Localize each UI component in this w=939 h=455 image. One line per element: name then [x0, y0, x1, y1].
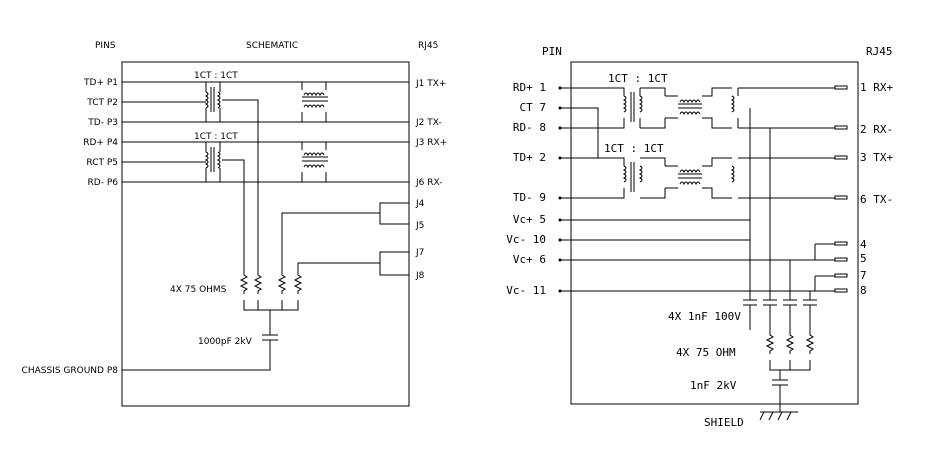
left-jack-label: J8 — [415, 271, 425, 281]
left-pin-label: CHASSIS GROUND P8 — [22, 366, 119, 376]
left-ratio-top: 1CT : 1CT — [194, 71, 238, 81]
right-caps-label: 4X 1nF 100V — [668, 310, 741, 323]
right-pin-label: TD+ 2 — [513, 151, 546, 164]
right-ratio-bottom: 1CT : 1CT — [604, 142, 664, 155]
left-schematic-border — [121, 61, 410, 407]
left-jack-label: J4 — [415, 199, 425, 209]
right-jack-label: 4 — [860, 238, 867, 251]
left-pin-label: RD+ P4 — [83, 138, 118, 148]
left-wiring — [122, 81, 409, 371]
right-resistors-label: 4X 75 OHM — [676, 346, 736, 359]
right-schematic-border — [570, 61, 859, 405]
right-pin-label: TD- 9 — [513, 191, 546, 204]
right-ratio-top: 1CT : 1CT — [608, 72, 668, 85]
left-resistors-label: 4X 75 OHMS — [170, 285, 227, 295]
right-pin-label: RD+ 1 — [513, 81, 546, 94]
right-pin-label: Vc- 10 — [506, 233, 546, 246]
left-jack-label: J5 — [415, 221, 424, 231]
left-header-rj45: RJ45 — [418, 41, 438, 51]
right-jack-label: 5 — [860, 252, 867, 265]
left-pin-label: RD- P6 — [88, 178, 119, 188]
left-jack-label: J6 RX- — [415, 178, 442, 188]
right-header-pin: PIN — [542, 45, 562, 58]
right-pin-label: Vc- 11 — [506, 284, 546, 297]
right-jack-label: 7 — [860, 269, 867, 282]
left-cap-label: 1000pF 2kV — [198, 337, 253, 347]
right-jack-label: 1 RX+ — [860, 81, 893, 94]
left-pin-label: TD+ P1 — [83, 78, 118, 88]
right-wiring — [558, 85, 848, 421]
right-pin-label: RD- 8 — [513, 121, 546, 134]
right-schematic: PIN RJ45 RD+ 1 CT 7 RD- 8 TD+ 2 TD- 9 Vc… — [506, 45, 893, 429]
left-jack-label: J1 TX+ — [415, 79, 446, 89]
left-schematic: PINS SCHEMATIC RJ45 TD+ P1 TCT P2 TD- P3… — [22, 41, 447, 407]
left-ratio-bottom: 1CT : 1CT — [194, 132, 238, 142]
right-jack-label: 6 TX- — [860, 193, 893, 206]
left-jack-label: J7 — [415, 248, 424, 258]
right-jack-label: 8 — [860, 284, 867, 297]
left-header-pins: PINS — [95, 41, 116, 51]
left-jack-label: J3 RX+ — [415, 138, 447, 148]
right-header-rj45: RJ45 — [866, 45, 893, 58]
right-cap-label: 1nF 2kV — [690, 379, 737, 392]
left-pin-label: TD- P3 — [87, 118, 118, 128]
right-jack-label: 3 TX+ — [860, 151, 893, 164]
right-pin-label: CT 7 — [520, 101, 547, 114]
left-header-schematic: SCHEMATIC — [246, 41, 298, 51]
right-shield-label: SHIELD — [704, 416, 744, 429]
right-pin-label: Vc+ 6 — [513, 253, 546, 266]
left-pin-label: RCT P5 — [86, 158, 118, 168]
left-pin-label: TCT P2 — [86, 98, 118, 108]
right-jack-label: 2 RX- — [860, 123, 893, 136]
left-jack-label: J2 TX- — [415, 118, 442, 128]
right-pin-label: Vc+ 5 — [513, 213, 546, 226]
